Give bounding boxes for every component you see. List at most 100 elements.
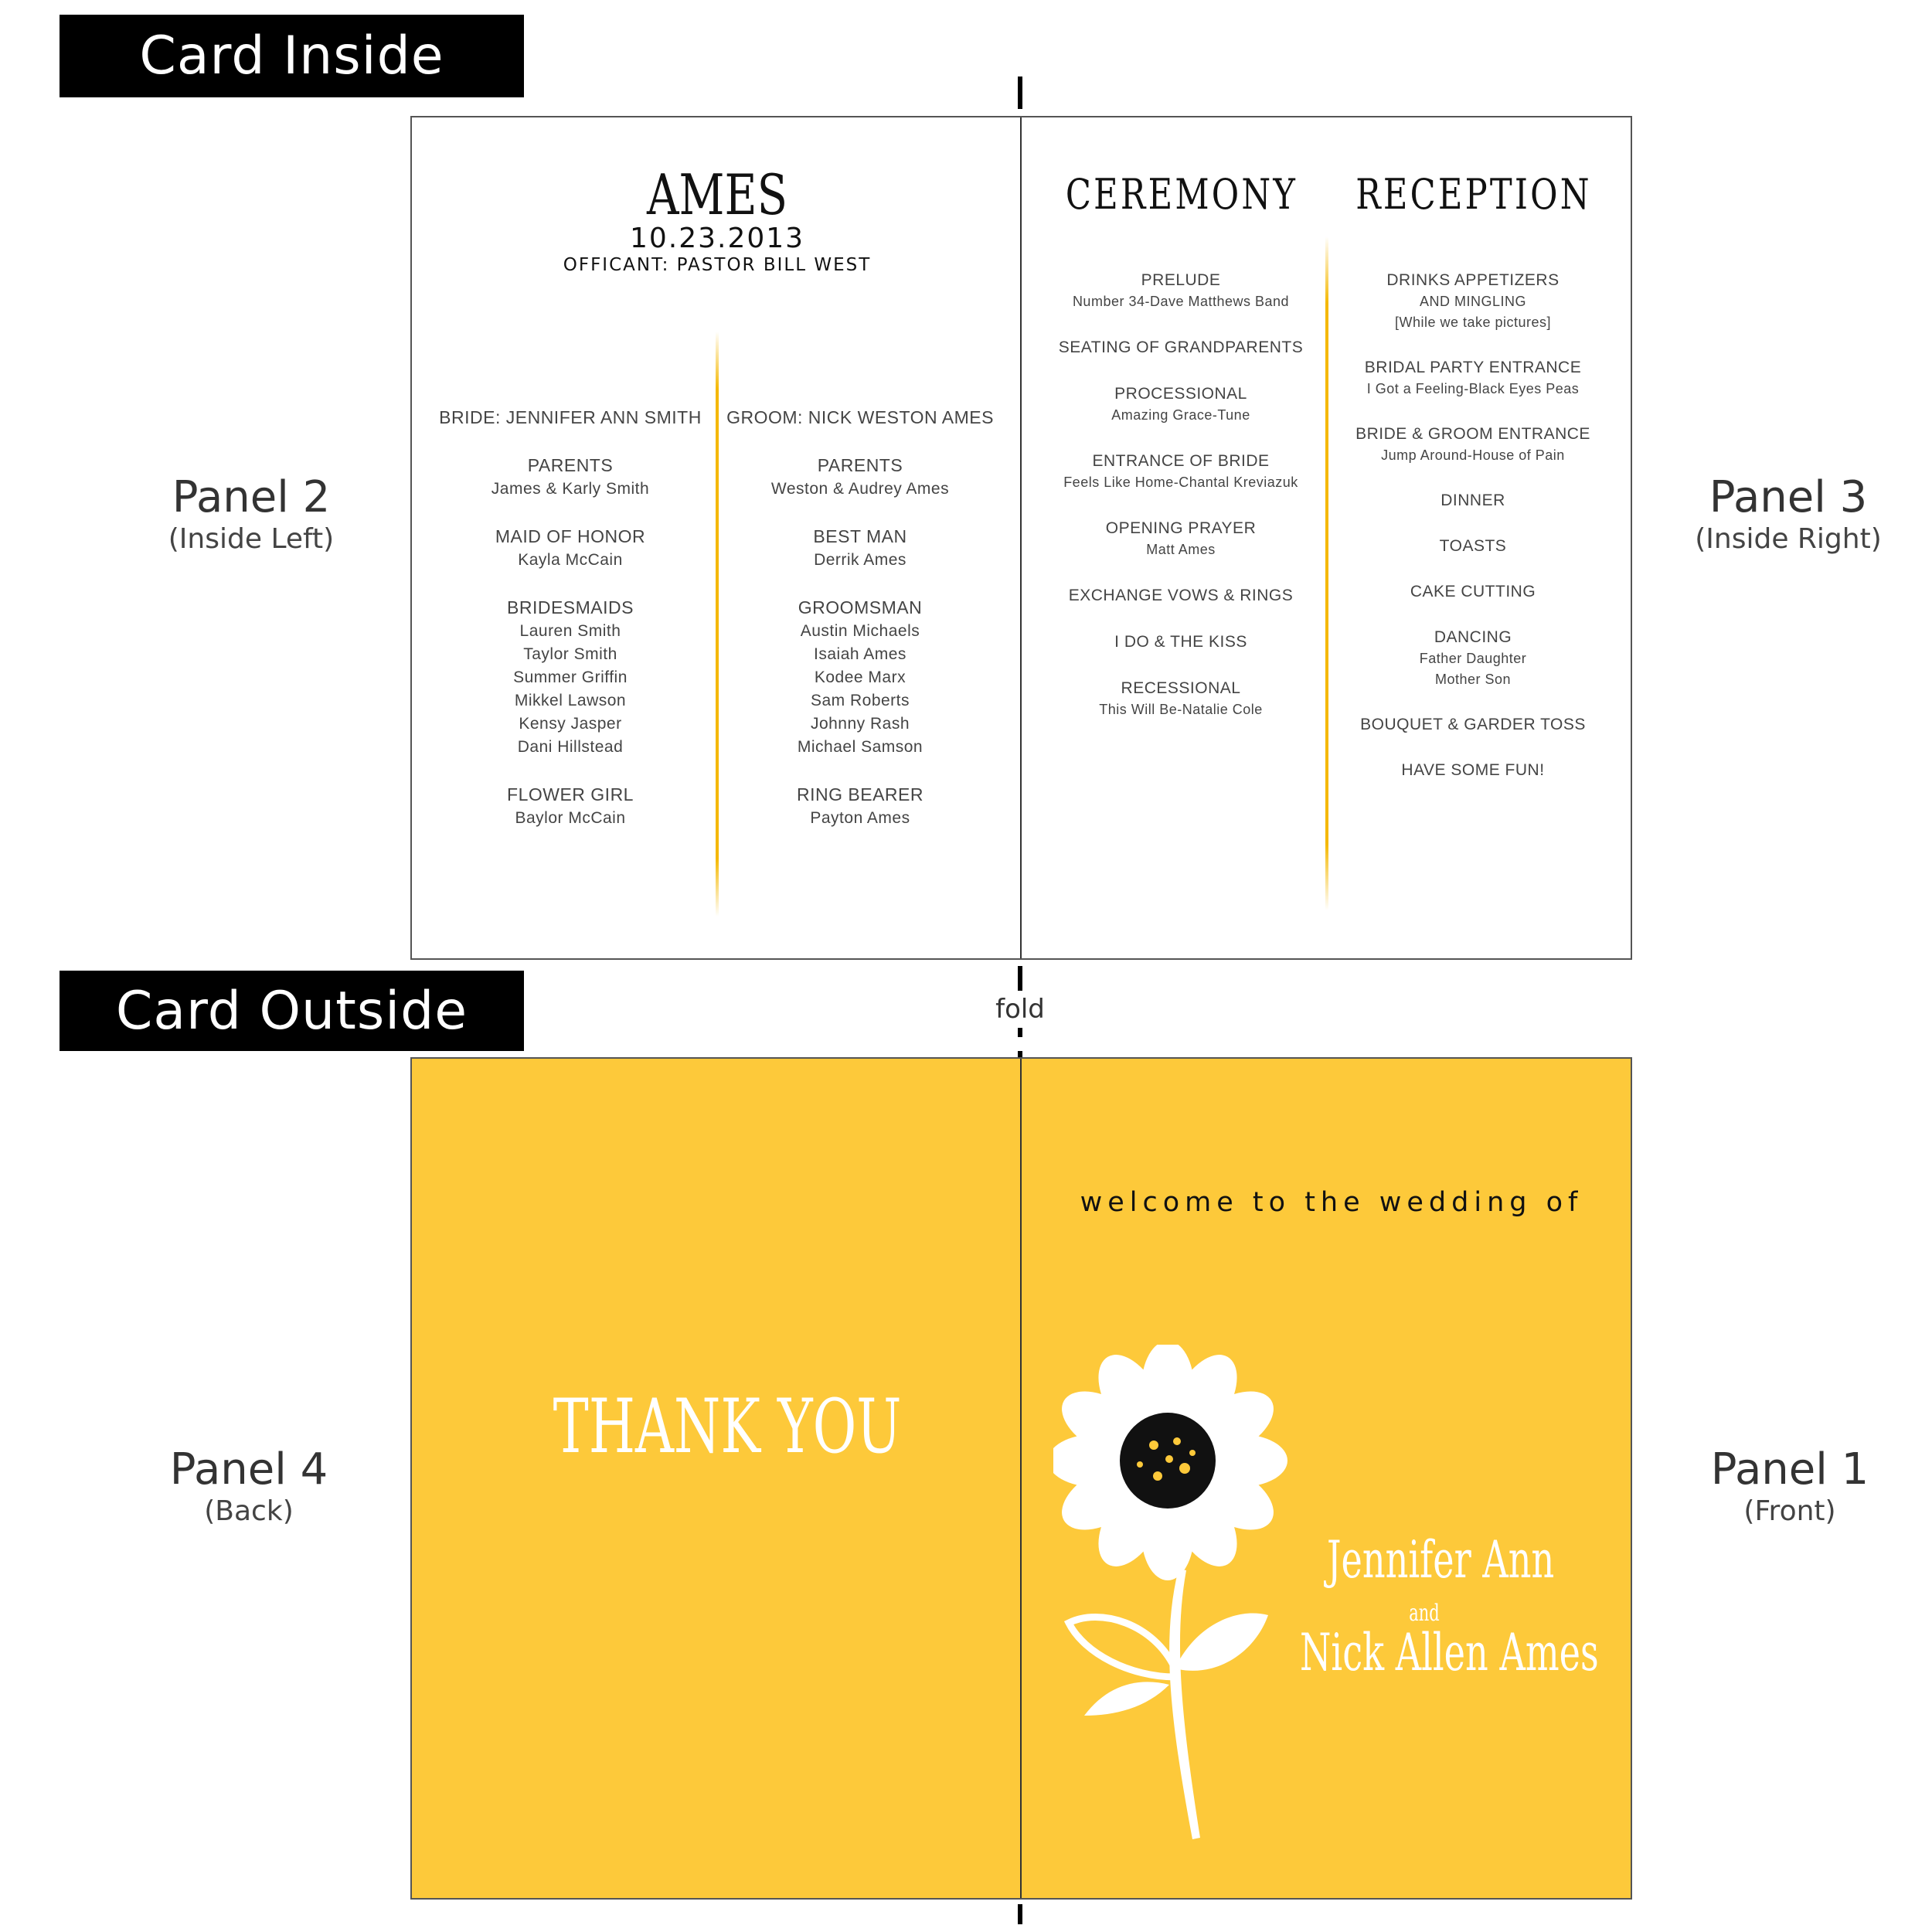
fold-label: fold	[995, 994, 1045, 1025]
item-heading: BRIDAL PARTY ENTRANCE	[1364, 359, 1582, 376]
item-heading: BRIDE & GROOM ENTRANCE	[1355, 425, 1590, 443]
panel-sub: (Front)	[1743, 1495, 1836, 1527]
item-heading: DANCING	[1434, 628, 1512, 646]
item-heading: EXCHANGE VOWS & RINGS	[1068, 587, 1294, 604]
item-detail: Jump Around-House of Pain	[1381, 447, 1565, 463]
program-item: PARENTS Weston & Audrey Ames	[771, 453, 949, 501]
panel-4-label: Panel 4(Back)	[102, 1445, 396, 1529]
item-heading: BEST MAN	[813, 526, 907, 546]
item-heading: PARENTS	[817, 455, 903, 475]
item-heading: I DO & THE KISS	[1114, 633, 1247, 651]
item-heading: BRIDE: JENNIFER ANN SMITH	[439, 407, 702, 427]
item-heading: CAKE CUTTING	[1410, 583, 1536, 600]
program-item: BRIDE & GROOM ENTRANCE Jump Around-House …	[1355, 423, 1590, 466]
item-detail: Feels Like Home-Chantal Kreviazuk	[1063, 474, 1298, 490]
item-heading: BRIDESMAIDS	[507, 597, 634, 617]
item-detail: [While we take pictures]	[1394, 315, 1552, 330]
sunflower-icon	[1053, 1345, 1287, 1839]
item-heading: TOASTS	[1439, 537, 1507, 555]
item-detail: Taylor Smith	[523, 645, 617, 663]
item-detail: Kayla McCain	[518, 551, 623, 569]
item-heading: GROOM: NICK WESTON AMES	[726, 407, 994, 427]
family-name-title: AMES	[646, 162, 788, 227]
panel-sub: (Inside Left)	[168, 523, 335, 555]
item-heading: HAVE SOME FUN!	[1401, 761, 1545, 779]
program-item: MAID OF HONOR Kayla McCain	[495, 524, 645, 572]
card-inside-banner: Card Inside	[60, 15, 524, 97]
divider-line	[716, 332, 719, 917]
item-heading: PROCESSIONAL	[1114, 385, 1247, 403]
wedding-date: 10.23.2013	[629, 223, 805, 254]
item-detail: Father Daughter	[1419, 651, 1527, 666]
program-item: BRIDE: JENNIFER ANN SMITH	[439, 405, 702, 430]
item-heading: PARENTS	[527, 455, 614, 475]
program-item: BOUQUET & GARDER TOSS	[1360, 713, 1586, 736]
panel-name: Panel 1	[1710, 1444, 1869, 1495]
item-detail: Dani Hillstead	[517, 738, 624, 756]
item-detail: Kodee Marx	[814, 668, 906, 686]
card-outside-banner: Card Outside	[60, 971, 524, 1051]
item-heading: DRINKS APPETIZERS	[1386, 271, 1560, 289]
divider-line	[1325, 236, 1328, 910]
item-detail: Payton Ames	[810, 809, 910, 827]
ceremony-title: CEREMONY	[1065, 170, 1298, 219]
item-detail: Matt Ames	[1146, 542, 1216, 557]
item-heading: MAID OF HONOR	[495, 526, 646, 546]
fold-mark	[1018, 1028, 1022, 1037]
card-inside-sheet: AMES 10.23.2013 OFFICANT: PASTOR BILL WE…	[410, 116, 1632, 960]
program-item: TOASTS	[1440, 535, 1507, 557]
groom-name: Nick Allen Ames	[1300, 1623, 1599, 1682]
fold-mark	[1018, 966, 1022, 991]
item-detail: Number 34-Dave Matthews Band	[1072, 294, 1290, 309]
item-detail: Weston & Audrey Ames	[770, 480, 950, 498]
program-item: DINNER	[1440, 489, 1505, 512]
item-detail: Mother Son	[1434, 672, 1512, 687]
panel-2-label: Panel 2(Inside Left)	[104, 473, 398, 556]
item-detail: Johnny Rash	[810, 715, 910, 733]
item-detail: Amazing Grace-Tune	[1111, 407, 1250, 423]
item-heading: FLOWER GIRL	[507, 784, 634, 804]
program-item: FLOWER GIRL Baylor McCain	[507, 782, 634, 830]
reception-title: RECEPTION	[1355, 170, 1592, 219]
groom-column: GROOM: NICK WESTON AMES PARENTS Weston & A…	[726, 405, 993, 830]
panel-name: Panel 4	[169, 1444, 328, 1495]
item-heading: GROOMSMAN	[798, 597, 923, 617]
fold-line	[1020, 1059, 1022, 1898]
card-outside-sheet: THANK YOU welcome to the wedding of Jenn…	[410, 1057, 1632, 1900]
program-item: HAVE SOME FUN!	[1401, 759, 1544, 781]
program-item: SEATING OF GRANDPARENTS	[1059, 336, 1303, 359]
panel-1-label: Panel 1(Front)	[1643, 1445, 1932, 1529]
item-detail: Summer Griffin	[513, 668, 628, 686]
fold-mark-bottom	[1018, 1904, 1022, 1924]
panel-sub: (Back)	[204, 1495, 294, 1527]
panel-sub: (Inside Right)	[1695, 523, 1882, 555]
item-detail: Michael Samson	[797, 738, 923, 756]
item-detail: Baylor McCain	[515, 809, 626, 827]
and-text: and	[1409, 1600, 1440, 1627]
panel-3-label: Panel 3(Inside Right)	[1641, 473, 1932, 556]
welcome-text: welcome to the wedding of	[1080, 1187, 1583, 1218]
program-item: PRELUDE Number 34-Dave Matthews Band	[1073, 269, 1289, 312]
program-item: GROOM: NICK WESTON AMES	[726, 405, 994, 430]
item-detail: Mikkel Lawson	[514, 692, 627, 709]
item-heading: PRELUDE	[1141, 271, 1221, 289]
item-heading: DINNER	[1440, 492, 1505, 509]
program-item: EXCHANGE VOWS & RINGS	[1069, 584, 1294, 607]
fold-mark-top	[1018, 77, 1022, 109]
fold-line	[1020, 117, 1022, 958]
item-detail: This Will Be-Natalie Cole	[1099, 702, 1263, 717]
item-detail: Sam Roberts	[810, 692, 910, 709]
